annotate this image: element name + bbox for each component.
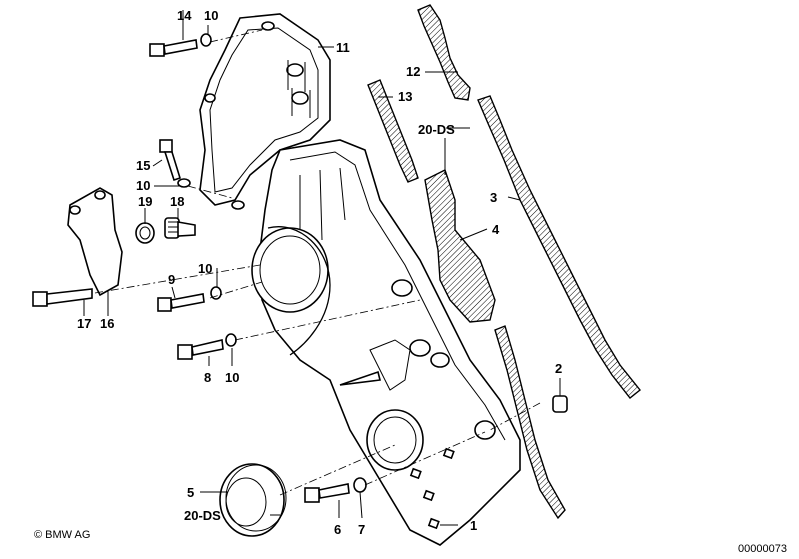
callout-20-ds-bottom: 20-DS — [184, 508, 221, 523]
gasket-4 — [424, 169, 496, 323]
dowel-2 — [552, 395, 568, 413]
callout-14: 14 — [177, 8, 192, 23]
copyright-text: © BMW AG — [34, 529, 90, 541]
callout-5: 5 — [187, 485, 194, 500]
callout-10-mid: 10 — [198, 261, 212, 276]
callout-10-low: 10 — [225, 370, 239, 385]
callout-1: 1 — [470, 518, 477, 533]
gasket-12 — [417, 4, 471, 101]
callout-13: 13 — [398, 89, 412, 104]
callout-9: 9 — [168, 272, 175, 287]
callout-3: 3 — [490, 190, 497, 205]
lower-timing-cover — [251, 139, 521, 546]
gasket-3 — [477, 95, 641, 399]
callout-18: 18 — [170, 194, 184, 209]
callout-16: 16 — [100, 316, 114, 331]
bolt-8 — [177, 333, 237, 360]
bolt-9 — [157, 286, 222, 312]
bolt-14 — [149, 33, 212, 57]
callout-17: 17 — [77, 316, 91, 331]
image-number: 00000073 — [738, 543, 787, 555]
bolt-17 — [32, 288, 93, 307]
upper-timing-cover — [199, 13, 331, 210]
bracket-16 — [67, 187, 123, 297]
bolt-15 — [159, 139, 191, 188]
callout-2: 2 — [555, 361, 562, 376]
callout-11: 11 — [336, 40, 350, 55]
callout-7: 7 — [358, 522, 365, 537]
washer-19 — [135, 222, 155, 244]
alignment-lines — [94, 29, 541, 496]
radial-seal-5 — [219, 463, 287, 537]
bolt-6 — [304, 477, 367, 503]
callout-12: 12 — [406, 64, 420, 79]
callout-6: 6 — [334, 522, 341, 537]
callout-10-left: 10 — [136, 178, 150, 193]
callout-20-ds-top: 20-DS — [418, 122, 455, 137]
callout-19: 19 — [138, 194, 152, 209]
gasket-lower-strip — [494, 325, 566, 520]
callout-8: 8 — [204, 370, 211, 385]
leader-lines — [83, 10, 561, 526]
gasket-13 — [367, 79, 419, 183]
callout-15: 15 — [136, 158, 150, 173]
sensor-18 — [164, 217, 196, 239]
callout-10-top: 10 — [204, 8, 218, 23]
callout-4: 4 — [492, 222, 500, 237]
